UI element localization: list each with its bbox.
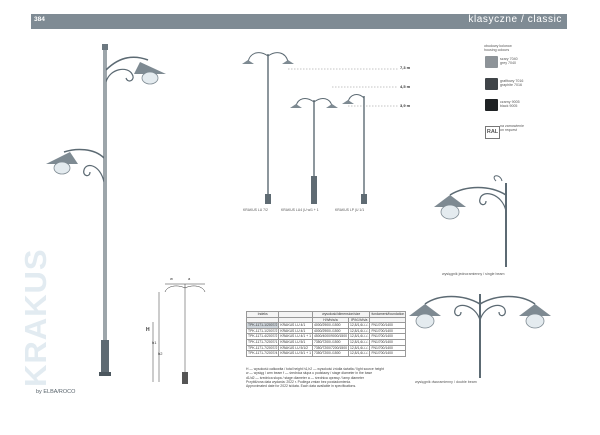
variant-name-2: KRAKUS LU4 (U w/1 + 1 (281, 208, 319, 212)
maker-logo: by ELBA/ROCO (36, 389, 76, 395)
variant-name-3: KRAKUS LP (U 1/1 (335, 208, 365, 212)
dim-a-label: a (188, 276, 191, 281)
colors-caption: obudowy kolorow housing colours (484, 44, 512, 53)
section-title: klasyczne / classic (468, 14, 562, 25)
brand-vertical-title: KRAKUS (18, 248, 53, 387)
dimension-schematic (152, 283, 206, 384)
dim-h2-label: h2 (158, 351, 163, 356)
dim-h1-label: h1 (152, 340, 157, 345)
height-label-3: 3,9 m (400, 103, 411, 108)
swatch-black (485, 99, 498, 111)
double-beam-drawing (409, 294, 551, 378)
height-label-1: 7,3 m (400, 65, 411, 70)
dim-h-label: H (146, 327, 150, 333)
variant-name-1: KRAKUS LU 7/2 (243, 208, 268, 212)
main-lamp-post-drawing (46, 44, 166, 376)
dim-w-label: w (170, 276, 173, 281)
page-number: 384 (34, 16, 45, 23)
swatch-graphite (485, 78, 498, 90)
col-foundation: fundament/foundation (369, 311, 407, 318)
col-index: Indeks (245, 311, 280, 318)
single-beam-drawing (434, 175, 507, 267)
col-light-sub: IP/h1/h/h/a (347, 316, 371, 324)
col-description: wysokość/dimension/size (311, 311, 371, 318)
header-bar (31, 14, 567, 29)
swatch-grey (485, 56, 498, 68)
spec-table: Indeks wysokość/dimension/size fundament… (245, 311, 407, 357)
height-label-2: 4,5 m (400, 84, 411, 89)
table-notes: H — wysokość całkowita / total height h1… (246, 367, 384, 389)
single-beam-caption: wysięgnik jednoramienny / single beam (442, 272, 505, 276)
ral-badge: RAL (485, 126, 500, 139)
variants-drawing (242, 52, 398, 204)
double-beam-caption: wysięgnik dwuramienny / double beam (415, 380, 477, 384)
